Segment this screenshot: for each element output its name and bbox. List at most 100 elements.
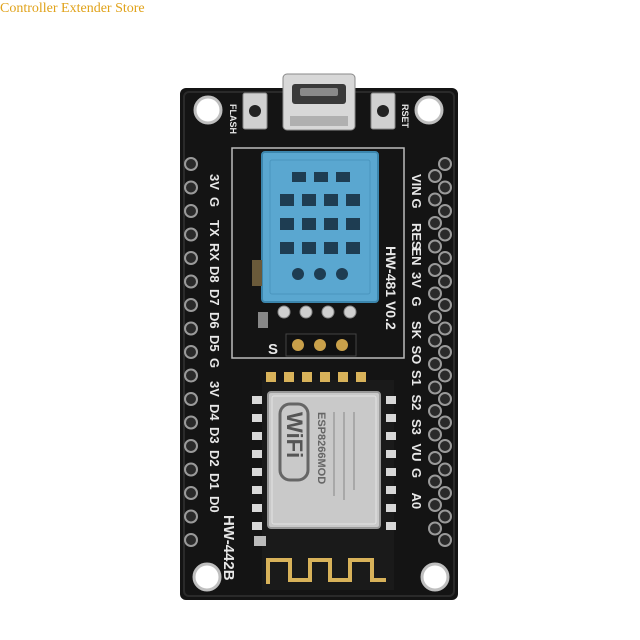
left-pin-1 [184, 180, 198, 195]
left-pin-13 [184, 462, 198, 477]
right-pin-2 [438, 204, 452, 218]
left-pin-label-3: RX [207, 243, 222, 261]
right-pin-0 [438, 157, 452, 171]
right-pin-3 [438, 227, 452, 242]
antenna-trace [266, 558, 386, 584]
right-pin-15 [438, 509, 452, 524]
right-pin-1 [438, 180, 452, 195]
left-pin-label-10: D4 [207, 404, 222, 421]
dht-sensor [261, 151, 379, 319]
left-pin-label-4: D8 [207, 266, 222, 283]
right-pin-label-13: A0 [409, 493, 424, 510]
right-pin-label-0: VIN [409, 174, 424, 196]
left-pin-14 [184, 486, 198, 500]
left-pin-8 [184, 345, 198, 359]
left-pin-12 [184, 439, 198, 453]
inner-pad-9 [428, 380, 442, 395]
right-pin-9 [438, 368, 452, 383]
right-pin-label-1: G [409, 199, 424, 209]
board-model-label: HW-442B [220, 515, 237, 581]
store-watermark: Controller Extender Store [0, 1, 145, 16]
left-pin-label-2: TX [207, 220, 222, 237]
reset-label: RSET [400, 104, 410, 129]
left-pin-2 [184, 204, 198, 218]
right-pin-12 [438, 439, 452, 453]
left-pin-label-0: 3V [207, 174, 222, 190]
left-pin-label-11: D3 [207, 427, 222, 444]
left-pin-3 [184, 227, 198, 242]
inner-pad-6 [428, 310, 442, 324]
chip-text: ESP8266MOD [315, 412, 327, 484]
right-pin-16 [438, 533, 452, 547]
inner-pad-14 [428, 498, 442, 512]
inner-pad-5 [428, 286, 442, 301]
inner-pad-10 [428, 404, 442, 418]
flash-button [242, 92, 268, 130]
right-pin-label-2: RES [409, 223, 424, 250]
right-pin-14 [438, 486, 452, 500]
right-pin-label-10: S3 [409, 419, 424, 435]
inner-pad-4 [428, 263, 442, 277]
right-pin-label-11: VU [409, 444, 424, 462]
inner-pad-15 [428, 521, 442, 536]
inner-pad-1 [428, 192, 442, 207]
left-pin-5 [184, 274, 198, 289]
right-pin-10 [438, 392, 452, 406]
right-pin-4 [438, 251, 452, 265]
inner-pad-8 [428, 357, 442, 371]
right-pin-label-5: G [409, 297, 424, 307]
left-pin-label-13: D1 [207, 473, 222, 490]
left-pin-9 [184, 368, 198, 383]
left-pin-label-12: D2 [207, 450, 222, 467]
rf-shield [267, 391, 381, 529]
right-pin-label-3: EN [409, 248, 424, 266]
right-pin-6 [438, 298, 452, 312]
left-pin-label-9: 3V [207, 381, 222, 397]
left-pin-7 [184, 321, 198, 336]
inner-solder-pads [428, 169, 442, 536]
left-pin-label-1: G [207, 197, 222, 207]
flash-label: FLASH [228, 104, 238, 134]
left-pin-11 [184, 415, 198, 430]
inner-pad-2 [428, 216, 442, 230]
inner-pad-3 [428, 239, 442, 254]
right-pin-label-12: G [409, 468, 424, 478]
right-pin-label-7: SO [409, 346, 424, 365]
inner-pad-7 [428, 333, 442, 348]
right-pin-11 [438, 415, 452, 430]
left-pin-label-7: D5 [207, 335, 222, 352]
left-pin-label-8: G [207, 358, 222, 368]
left-pin-16 [184, 533, 198, 547]
left-pin-10 [184, 392, 198, 406]
mounting-holes [192, 95, 450, 592]
inner-pad-11 [428, 427, 442, 442]
left-pin-label-14: D0 [207, 496, 222, 513]
right-pin-label-4: 3V [409, 272, 424, 288]
sensor-model-label: HW-481 V0.2 [383, 246, 399, 330]
inner-pad-13 [428, 474, 442, 489]
sensor-pin-label: S [268, 341, 278, 358]
right-pin-header [438, 157, 452, 547]
left-pin-0 [184, 157, 198, 171]
esp-module: WiFi ESP8266MOD [252, 372, 396, 590]
right-pin-label-9: S2 [409, 395, 424, 411]
right-pin-7 [438, 321, 452, 336]
left-pin-label-6: D6 [207, 312, 222, 329]
reset-button [370, 92, 396, 130]
left-pin-6 [184, 298, 198, 312]
right-pin-label-6: SK [409, 321, 424, 340]
right-pin-8 [438, 345, 452, 359]
micro-usb-port [282, 73, 356, 131]
inner-pad-0 [428, 169, 442, 183]
left-pin-15 [184, 509, 198, 524]
inner-pad-12 [428, 451, 442, 465]
left-pin-4 [184, 251, 198, 265]
right-pin-13 [438, 462, 452, 477]
wifi-logo-text: WiFi [282, 412, 307, 458]
sensor-header [285, 333, 357, 357]
left-pin-label-5: D7 [207, 289, 222, 306]
left-pin-header [184, 157, 198, 547]
